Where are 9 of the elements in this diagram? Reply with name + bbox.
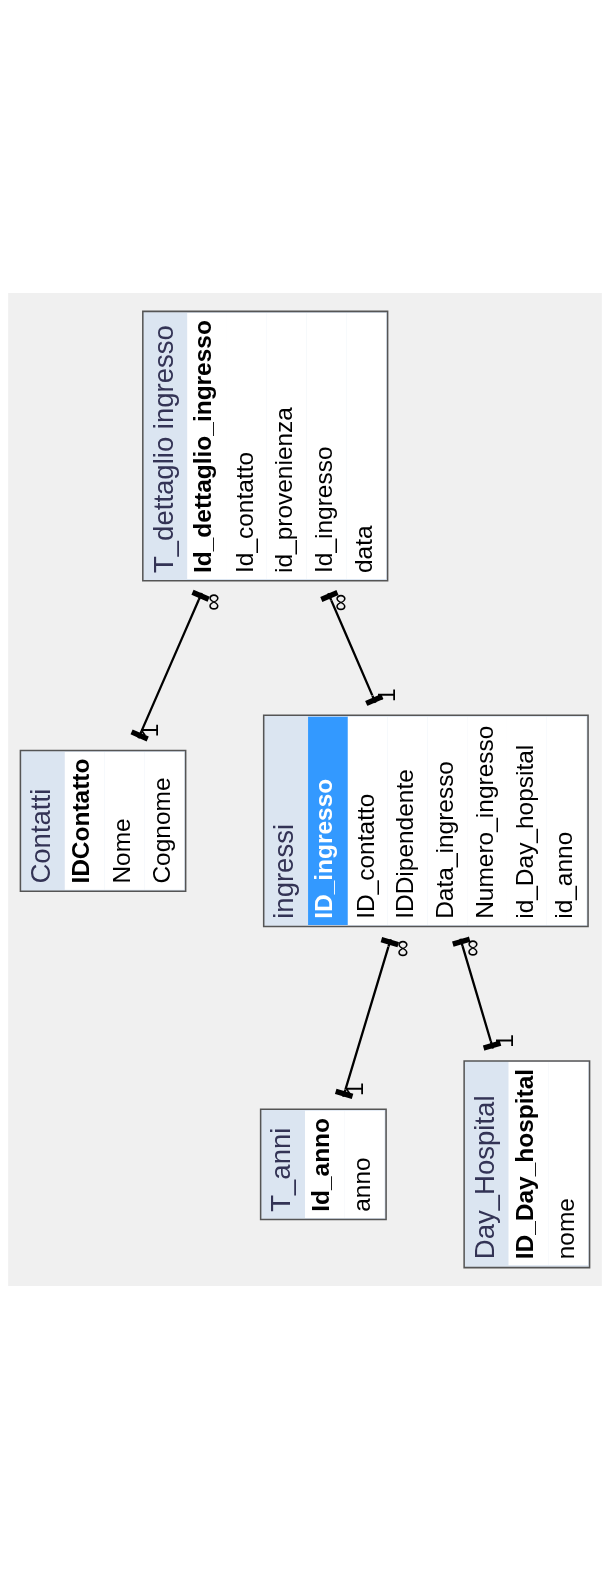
label: 1 bbox=[340, 1082, 368, 1096]
connector bbox=[334, 937, 399, 1099]
label: ∞ bbox=[199, 593, 227, 611]
label: ∞ bbox=[388, 939, 416, 958]
label: 1 bbox=[136, 723, 164, 738]
label: ∞ bbox=[325, 593, 353, 612]
connector bbox=[452, 936, 502, 1051]
connector bbox=[320, 590, 384, 706]
label: ∞ bbox=[457, 939, 485, 957]
